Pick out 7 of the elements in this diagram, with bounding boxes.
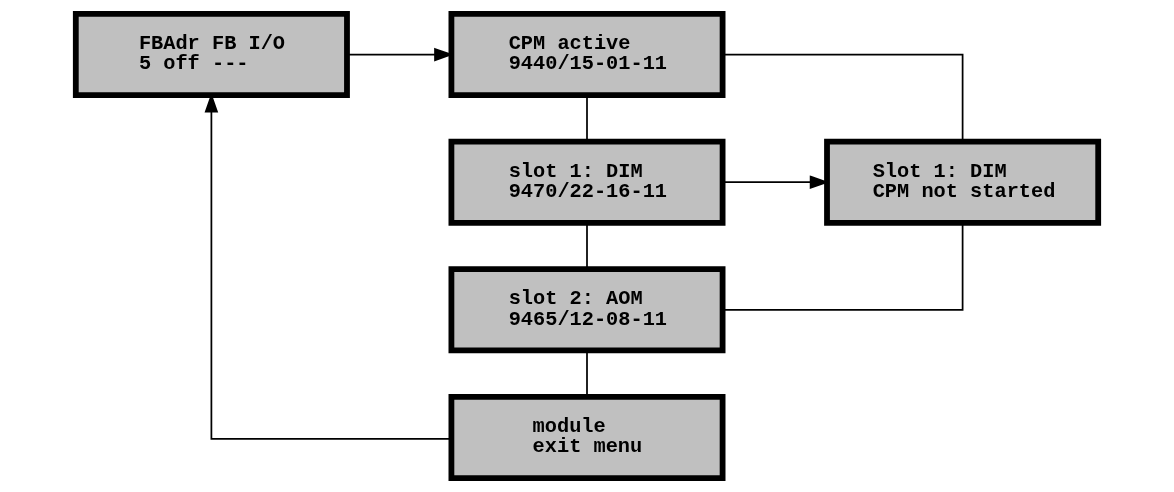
node-box: slot 2: AOM 9465/12-08-11 xyxy=(448,266,726,354)
node-box: slot 1: DIM 9470/22-16-11 xyxy=(448,138,726,226)
node-box: FBAdr FB I/O 5 off --- xyxy=(72,11,350,99)
node-box: Slot 1: DIM CPM not started xyxy=(824,138,1102,226)
node-box: module exit menu xyxy=(448,393,726,481)
node-box: CPM active 9440/15-01-11 xyxy=(448,11,726,99)
connector xyxy=(586,222,588,270)
